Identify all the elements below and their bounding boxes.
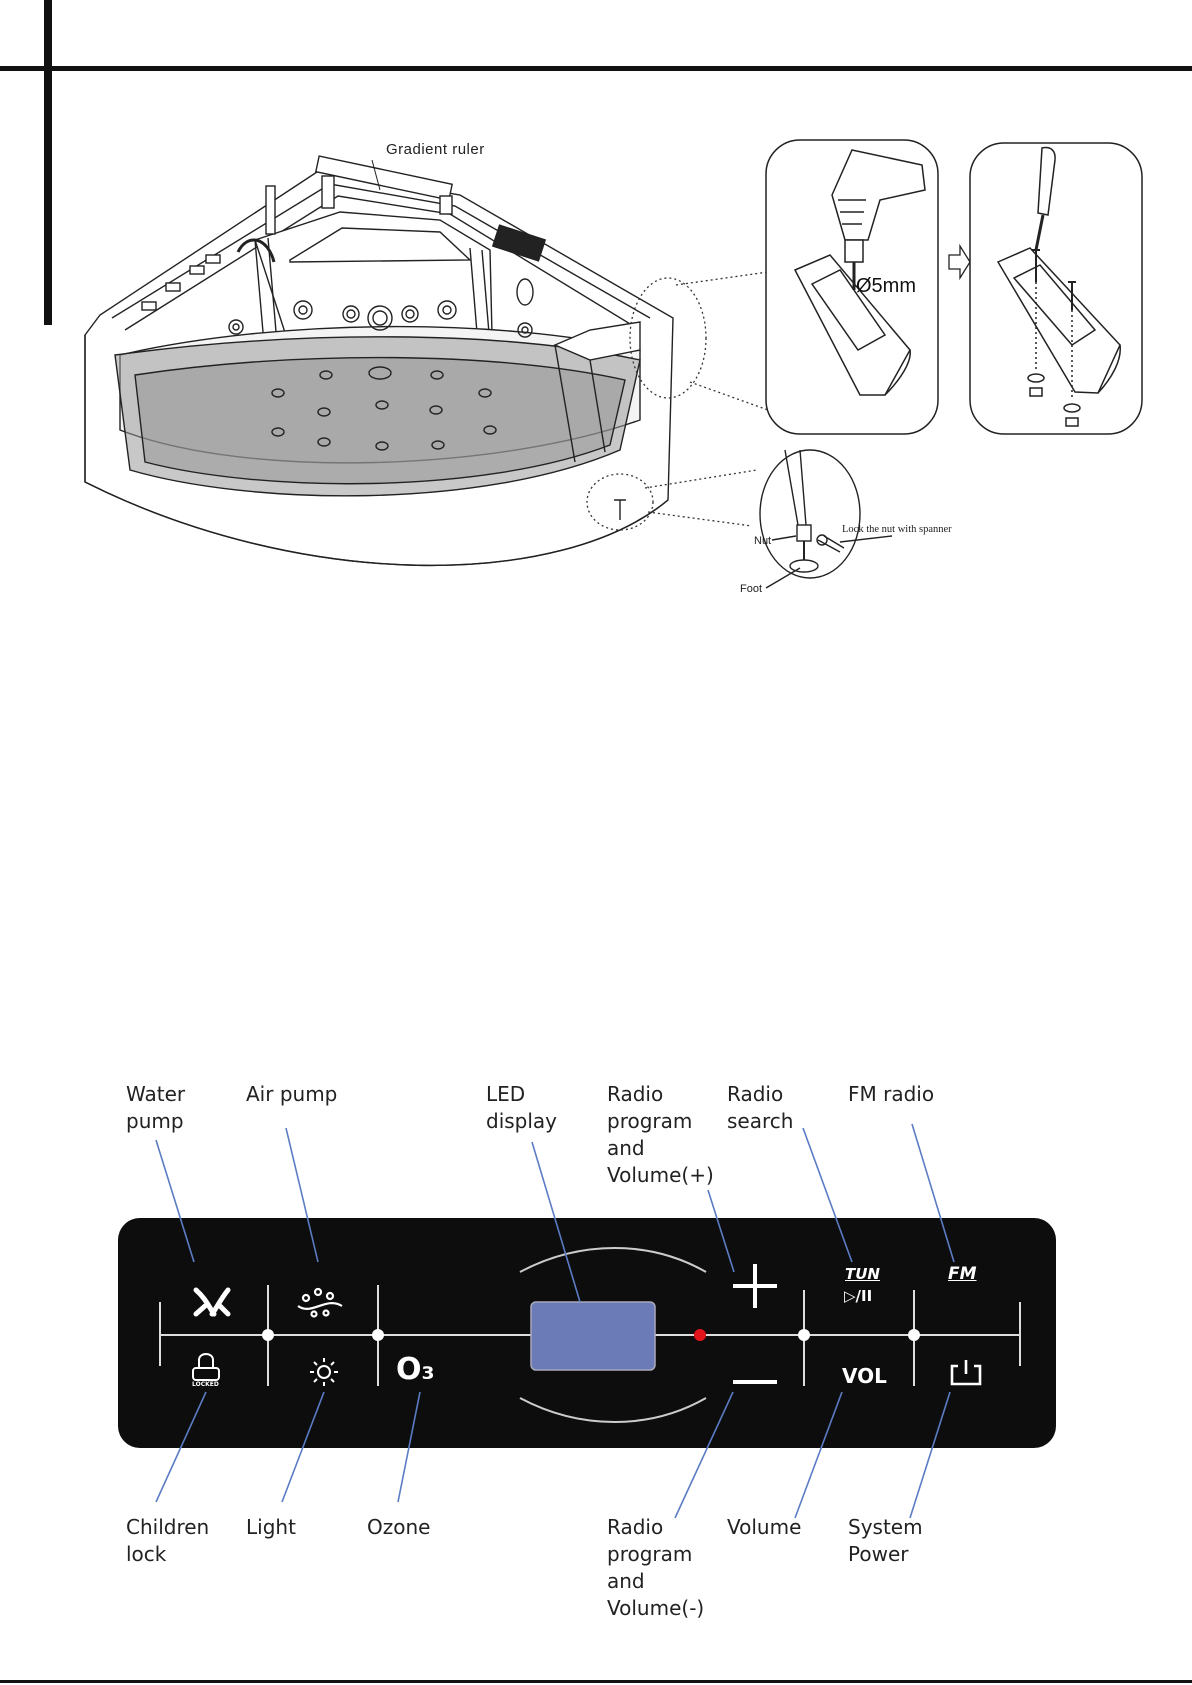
lock-nut-label: Lock the nut with spanner bbox=[842, 524, 952, 535]
label-air-pump: Air pump bbox=[246, 1081, 337, 1108]
label-water-pump: Water pump bbox=[126, 1081, 185, 1135]
header-horizontal-rule bbox=[0, 66, 1192, 71]
label-radio-minus: Radio program and Volume(-) bbox=[607, 1514, 704, 1622]
header-vertical-rule bbox=[44, 0, 52, 325]
label-light: Light bbox=[246, 1514, 296, 1541]
play-pause-key[interactable]: ▷/II bbox=[844, 1287, 872, 1305]
nut-label: Nut bbox=[754, 535, 771, 547]
bathtub-drawing bbox=[85, 156, 673, 565]
gradient-ruler-label: Gradient ruler bbox=[386, 141, 485, 158]
drill-size-label: Ø5mm bbox=[856, 275, 916, 297]
indicator-dot bbox=[694, 1329, 706, 1341]
vol-key[interactable]: VOL bbox=[842, 1364, 887, 1388]
detail-screwdriver bbox=[970, 143, 1142, 434]
label-fm-radio: FM radio bbox=[848, 1081, 934, 1108]
label-radio-search: Radio search bbox=[727, 1081, 793, 1135]
label-system-power: System Power bbox=[848, 1514, 923, 1568]
label-volume: Volume bbox=[727, 1514, 801, 1541]
label-radio-plus: Radio program and Volume(+) bbox=[607, 1081, 714, 1189]
ozone-key[interactable]: O₃ bbox=[396, 1352, 435, 1387]
fm-key[interactable]: FM bbox=[948, 1264, 977, 1284]
locked-key-label: LOCKED bbox=[192, 1381, 219, 1388]
tun-key[interactable]: TUN bbox=[845, 1265, 880, 1283]
arrow-right-icon bbox=[949, 246, 970, 278]
label-led-display: LED display bbox=[486, 1081, 557, 1135]
footer-rule bbox=[0, 1680, 1192, 1683]
control-panel bbox=[118, 1124, 1056, 1518]
label-children-lock: Children lock bbox=[126, 1514, 209, 1568]
detail-foot bbox=[760, 450, 892, 588]
label-ozone: Ozone bbox=[367, 1514, 430, 1541]
led-display bbox=[531, 1302, 655, 1370]
foot-label: Foot bbox=[740, 583, 762, 595]
